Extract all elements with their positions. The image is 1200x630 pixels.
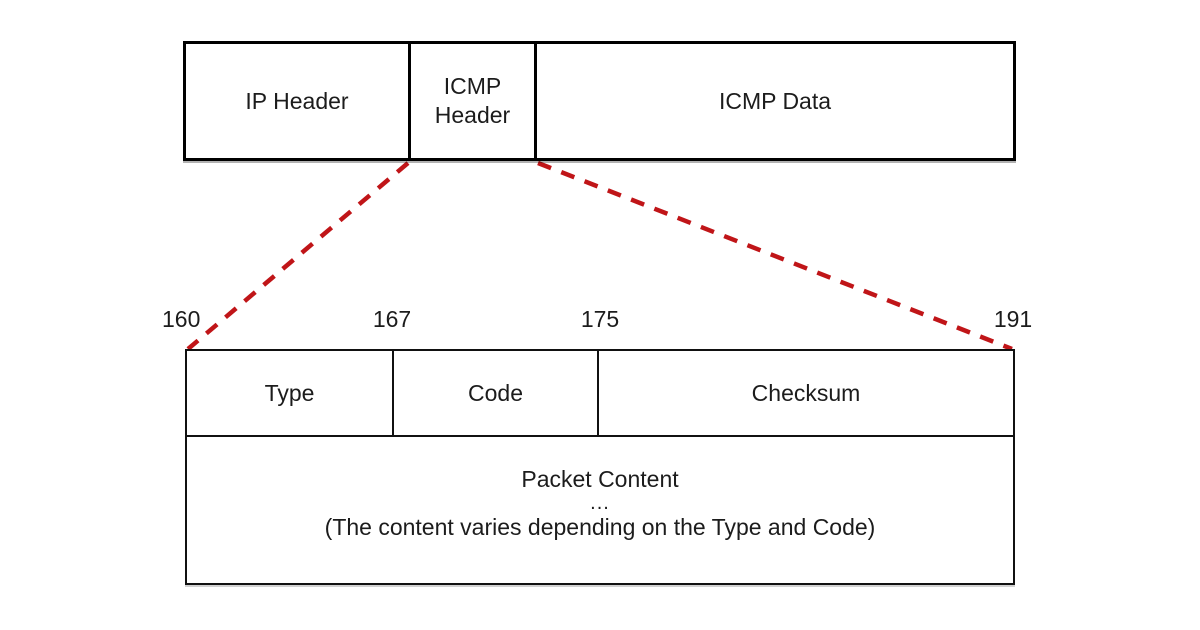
icmp-header-segment: ICMP Header [408,44,537,158]
ip-header-segment: IP Header [186,44,408,158]
packet-content-title: Packet Content [521,465,679,492]
packet-structure-box: IP Header ICMP Header ICMP Data [183,41,1016,161]
icmp-header-detail-box: Type Code Checksum Packet Content ... (T… [185,349,1015,585]
bit-offset-160: 160 [162,306,201,332]
packet-content-row: Packet Content ... (The content varies d… [187,437,1013,583]
bit-offset-191: 191 [993,306,1033,332]
code-field-label: Code [468,379,523,406]
icmp-header-label: ICMP Header [434,73,511,128]
packet-content-note: (The content varies depending on the Typ… [324,514,876,540]
packet-content-ellipsis: ... [590,492,610,514]
icmp-data-segment: ICMP Data [537,44,1013,158]
ip-header-label: IP Header [245,87,349,114]
checksum-field: Checksum [599,351,1013,435]
icmp-header-fields-row: Type Code Checksum [187,351,1013,437]
type-field: Type [187,351,392,435]
bit-offset-175: 175 [580,306,620,332]
checksum-field-label: Checksum [751,379,861,406]
bit-offset-167: 167 [372,306,412,332]
type-field-label: Type [264,379,315,406]
icmp-data-label: ICMP Data [718,87,832,114]
code-field: Code [392,351,599,435]
